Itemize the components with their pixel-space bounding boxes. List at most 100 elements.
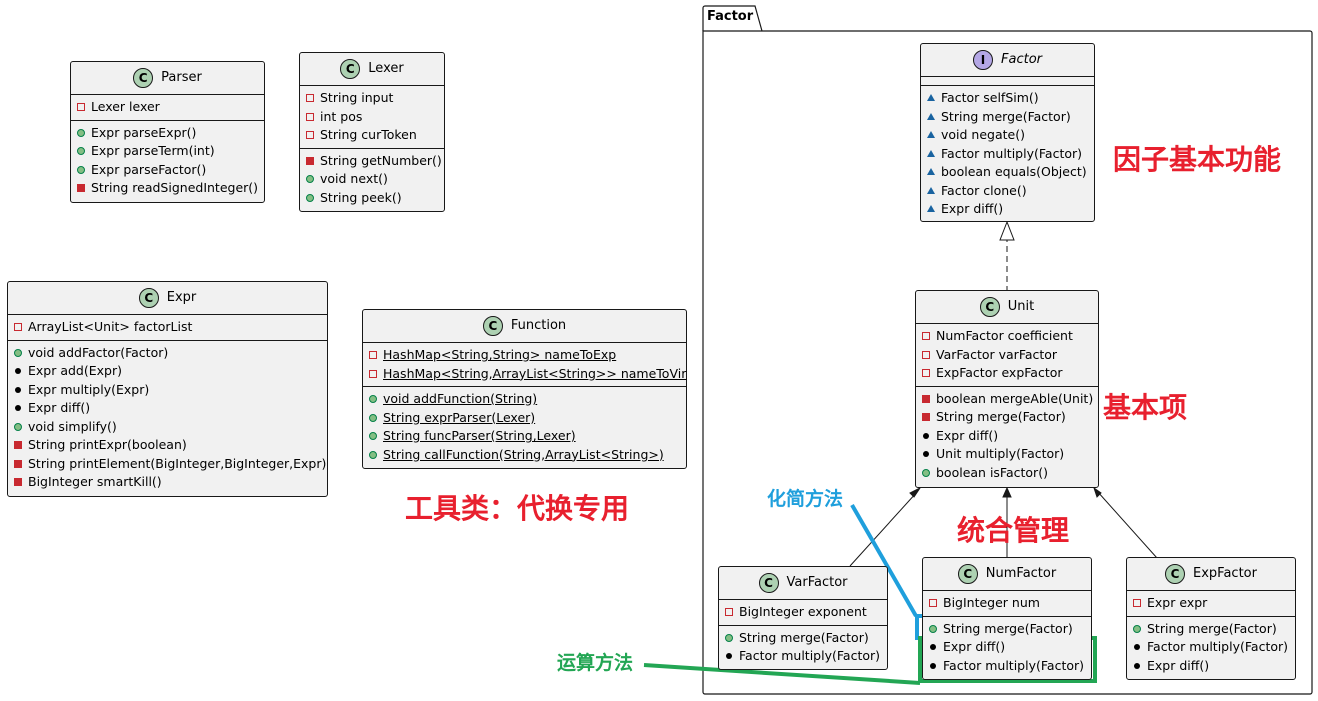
method: String printElement(BigInteger,BigIntege… <box>28 455 327 471</box>
field: NumFactor coefficient <box>936 328 1073 343</box>
class-parser-name: Parser <box>161 69 202 85</box>
blue-highlight-line <box>850 504 918 617</box>
field: ExpFactor expFactor <box>936 365 1063 380</box>
method: void next() <box>320 171 388 186</box>
package-method-icon <box>1134 644 1140 651</box>
private-method-icon <box>14 459 22 468</box>
method: Factor selfSim() <box>941 90 1039 105</box>
annotation-unified-mgmt: 统合管理 <box>957 514 1070 547</box>
public-method-icon <box>306 193 314 202</box>
class-expr-header: C Expr <box>8 282 327 314</box>
annotation-operation-method: 运算方法 <box>557 652 634 674</box>
annotation-simplify-method: 化简方法 <box>767 488 844 510</box>
private-field-icon <box>14 323 22 332</box>
method: Unit multiply(Factor) <box>936 446 1065 461</box>
class-parser[interactable]: C Parser Lexer lexer Expr parseExpr() Ex… <box>70 61 265 203</box>
interface-factor[interactable]: I Factor Factor selfSim() String merge(F… <box>920 43 1095 222</box>
method: boolean mergeAble(Unit) <box>936 390 1094 406</box>
static-method: String funcParser(String,Lexer) <box>383 428 576 443</box>
method: Factor clone() <box>941 182 1027 198</box>
class-expfactor-fields: Expr expr <box>1127 590 1295 616</box>
package-method-icon <box>927 113 935 121</box>
varfactor-to-unit-line <box>849 491 918 567</box>
public-method-icon <box>369 450 377 459</box>
class-unit-header: C Unit <box>916 291 1098 323</box>
realization-arrowhead <box>999 220 1015 241</box>
static-method: String exprParser(Lexer) <box>383 409 536 425</box>
public-method-icon <box>77 128 85 137</box>
class-expr[interactable]: C Expr ArrayList<Unit> factorList void a… <box>7 281 328 497</box>
private-method-icon <box>306 156 314 165</box>
private-method-icon <box>14 478 22 487</box>
public-method-icon <box>369 395 377 404</box>
class-function[interactable]: C Function HashMap<String,String> nameTo… <box>362 309 687 469</box>
package-method-icon <box>927 150 935 158</box>
method: void simplify() <box>28 418 117 434</box>
class-varfactor[interactable]: C VarFactor BigInteger exponent String m… <box>718 566 888 670</box>
class-function-fields: HashMap<String,String> nameToExp HashMap… <box>363 342 686 386</box>
class-function-name: Function <box>510 317 567 333</box>
field: ArrayList<Unit> factorList <box>28 319 193 334</box>
package-frame <box>702 30 1313 695</box>
method: Expr parseExpr() <box>91 124 197 140</box>
method: String merge(Factor) <box>739 629 869 645</box>
private-field-icon <box>929 599 937 608</box>
package-method-icon <box>15 368 21 375</box>
class-numfactor-fields: BigInteger num <box>923 590 1091 616</box>
class-parser-methods: Expr parseExpr() Expr parseTerm(int) Exp… <box>71 119 264 201</box>
interface-factor-name: Factor <box>1001 51 1042 67</box>
class-expfactor[interactable]: C ExpFactor Expr expr String merge(Facto… <box>1126 557 1296 680</box>
package-method-icon <box>15 405 21 412</box>
static-field: HashMap<String,ArrayList<String>> nameTo… <box>383 365 687 381</box>
method: Expr diff() <box>941 201 1004 216</box>
static-method: String callFunction(String,ArrayList<Str… <box>383 446 664 462</box>
package-method-icon <box>1134 662 1140 669</box>
package-method-icon <box>923 432 929 439</box>
private-field-icon <box>306 131 314 140</box>
public-method-icon <box>77 165 85 174</box>
private-field-icon <box>725 608 733 617</box>
method: BigInteger smartKill() <box>28 474 162 489</box>
class-varfactor-fields: BigInteger exponent <box>719 599 887 625</box>
class-lexer-methods: String getNumber() void next() String pe… <box>300 147 444 211</box>
numfactor-arrowhead <box>1002 486 1012 498</box>
field: String input <box>320 90 394 105</box>
method: String merge(Factor) <box>1147 620 1277 636</box>
method: Factor multiply(Factor) <box>943 657 1085 673</box>
class-lexer[interactable]: C Lexer String input int pos String curT… <box>299 52 445 212</box>
green-highlight-line <box>643 663 921 685</box>
class-expfactor-name: ExpFactor <box>1193 565 1257 581</box>
interface-factor-fields <box>921 76 1094 85</box>
private-field-icon <box>1133 599 1141 608</box>
annotation-basic-term: 基本项 <box>1103 391 1188 424</box>
class-c-icon: C <box>138 288 159 308</box>
class-c-icon: C <box>133 68 154 88</box>
class-lexer-header: C Lexer <box>300 53 444 85</box>
method: Expr parseFactor() <box>91 161 207 177</box>
class-unit[interactable]: C Unit NumFactor coefficient VarFactor v… <box>915 290 1099 488</box>
public-method-icon <box>369 413 377 422</box>
class-lexer-name: Lexer <box>368 60 404 76</box>
method: String merge(Factor) <box>941 108 1071 124</box>
private-field-icon <box>922 369 930 378</box>
package-method-icon <box>927 205 935 213</box>
class-expfactor-header: C ExpFactor <box>1127 558 1295 590</box>
package-method-icon <box>927 94 935 102</box>
interface-factor-header: I Factor <box>921 44 1094 76</box>
class-unit-methods: boolean mergeAble(Unit) String merge(Fac… <box>916 385 1098 486</box>
method: String readSignedInteger() <box>91 180 259 195</box>
static-field: HashMap<String,String> nameToExp <box>383 347 617 362</box>
method: Factor multiply(Factor) <box>739 648 881 663</box>
package-method-icon <box>927 187 935 195</box>
package-method-icon <box>930 644 936 651</box>
field: BigInteger num <box>943 595 1040 610</box>
class-function-header: C Function <box>363 310 686 342</box>
class-numfactor[interactable]: C NumFactor BigInteger num String merge(… <box>922 557 1092 680</box>
class-c-icon: C <box>758 573 779 593</box>
class-c-icon: C <box>957 564 978 584</box>
public-method-icon <box>922 468 930 477</box>
field: BigInteger exponent <box>739 604 867 619</box>
static-method: void addFunction(String) <box>383 391 538 406</box>
class-expr-methods: void addFactor(Factor) Expr add(Expr) Ex… <box>8 339 327 495</box>
